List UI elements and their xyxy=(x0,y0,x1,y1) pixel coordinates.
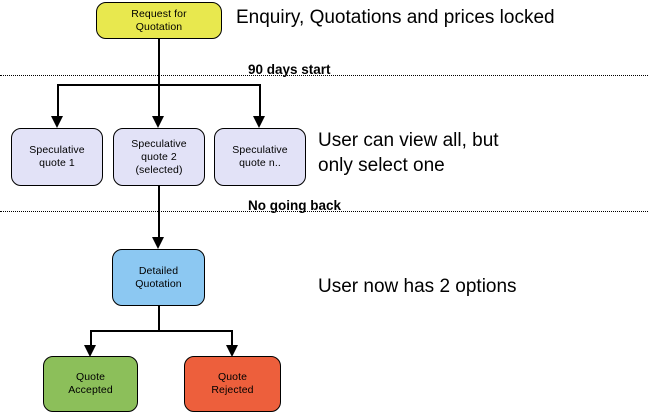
annotation-view-all-select-one: User can view all, but only select one xyxy=(318,130,499,176)
node-quote-accepted[interactable]: Quote Accepted xyxy=(43,356,138,412)
separator-line-90-days xyxy=(0,75,648,76)
arrowhead-to-speculative-quote-1 xyxy=(51,116,63,128)
annotation-enquiry-locked: Enquiry, Quotations and prices locked xyxy=(236,7,555,28)
connector-branch-rejected xyxy=(231,330,233,352)
separator-line-no-going-back xyxy=(0,211,648,212)
node-quote-rejected[interactable]: Quote Rejected xyxy=(184,356,281,412)
connector-branch-center xyxy=(158,84,160,120)
node-speculative-quote-2-selected[interactable]: Speculative quote 2 (selected) xyxy=(113,128,205,186)
connector-detailed-stem xyxy=(158,306,160,331)
separator-label-90-days: 90 days start xyxy=(248,62,331,77)
node-speculative-quote-1[interactable]: Speculative quote 1 xyxy=(11,128,103,186)
arrowhead-to-speculative-quote-n xyxy=(253,116,265,128)
connector-branch-right xyxy=(259,84,261,120)
node-speculative-quote-n[interactable]: Speculative quote n.. xyxy=(214,128,306,186)
arrowhead-to-speculative-quote-2 xyxy=(152,116,164,128)
arrowhead-to-quote-rejected xyxy=(226,345,238,357)
annotation-two-options: User now has 2 options xyxy=(318,276,517,297)
node-request-for-quotation[interactable]: Request for Quotation xyxy=(96,2,222,39)
connector-selected-to-detailed xyxy=(158,186,160,240)
node-detailed-quotation[interactable]: Detailed Quotation xyxy=(112,249,205,306)
separator-label-no-going-back: No going back xyxy=(248,198,342,213)
connector-branch-accepted xyxy=(90,330,92,352)
connector-outcome-bar xyxy=(90,330,232,332)
arrowhead-to-quote-accepted xyxy=(84,345,96,357)
connector-branch-left xyxy=(57,84,59,120)
connector-rfq-stem xyxy=(158,39,160,85)
arrowhead-to-detailed-quotation xyxy=(152,237,164,249)
